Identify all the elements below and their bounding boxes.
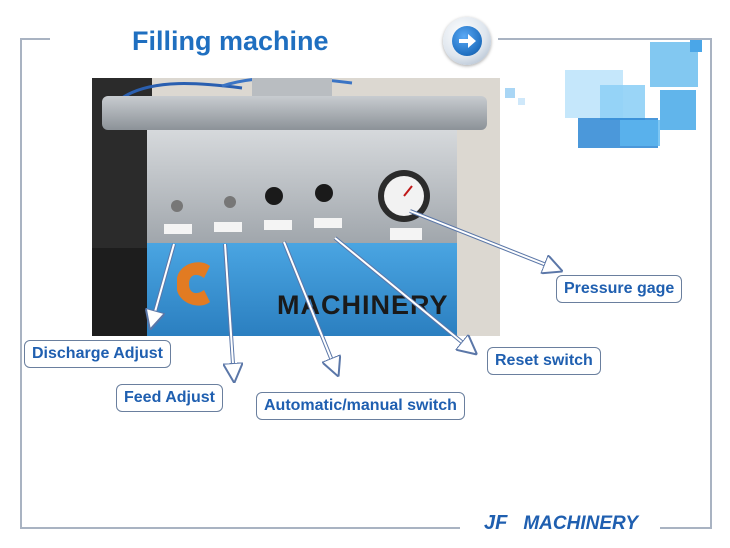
footer-brand-name: MACHINERY — [523, 513, 639, 534]
machine-photo: MACHINERY — [92, 78, 500, 336]
feed-adjust-label: Feed Adjust — [116, 384, 223, 412]
footer-brand: JF MACHINERY — [484, 512, 638, 535]
reset-switch-label: Reset switch — [487, 347, 601, 375]
frame-right — [710, 38, 712, 528]
next-slide-button[interactable] — [443, 17, 491, 65]
slide-title: Filling machine — [132, 26, 329, 56]
auto-manual-switch-label: Automatic/manual switch — [256, 392, 465, 420]
pressure-gage-label: Pressure gage — [556, 275, 683, 303]
frame-top-left — [20, 38, 50, 40]
frame-left — [20, 38, 22, 528]
frame-bottom — [20, 527, 460, 529]
frame-top-right — [498, 38, 712, 40]
discharge-adjust-label: Discharge Adjust — [24, 340, 171, 368]
right-arrow-icon — [452, 26, 482, 56]
panel-brand-text: MACHINERY — [277, 290, 449, 320]
footer-brand-mark: JF — [484, 512, 508, 534]
frame-bottom-right — [660, 527, 712, 529]
